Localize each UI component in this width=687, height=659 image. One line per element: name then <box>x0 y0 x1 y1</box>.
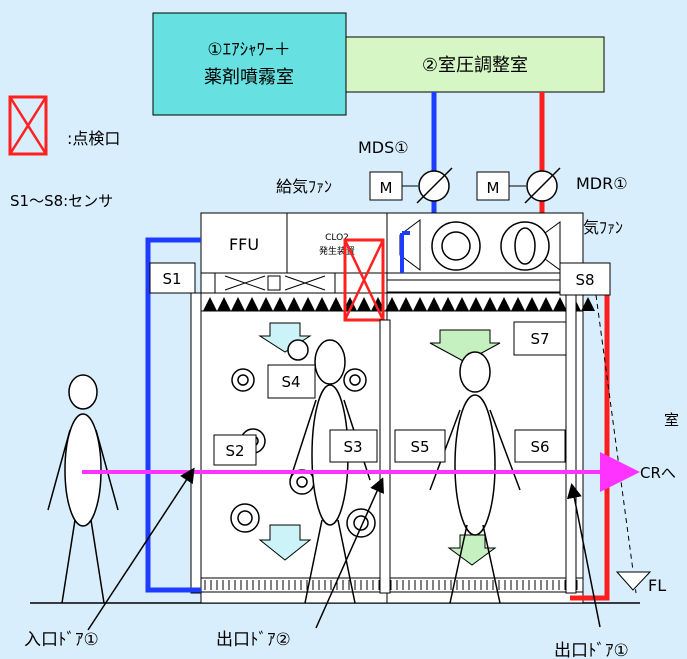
pressure-room-title: ②室圧調整室 <box>422 55 528 76</box>
floor-grate-right <box>386 577 584 593</box>
exit-door-frame <box>565 292 577 594</box>
floor-level-icon <box>615 571 652 591</box>
exhaust-motor-box <box>476 171 510 201</box>
ffu-fans-icon <box>224 275 326 291</box>
svg-text:S7: S7 <box>530 330 549 348</box>
exhaust-motor-label: M <box>487 179 500 197</box>
sensor-s5: S5 <box>394 429 446 463</box>
cr-label: CRへ <box>640 464 676 482</box>
inspection-port-legend-label: :点検口 <box>67 129 120 148</box>
mds-label: MDS① <box>358 138 409 157</box>
clo2-box <box>286 212 388 274</box>
exhaust-damper-icon <box>524 167 561 204</box>
supply-motor-box <box>369 171 403 201</box>
supply-damper-icon <box>416 167 453 204</box>
fan-left-icon <box>399 219 481 271</box>
mdr-label: MDR① <box>576 174 628 193</box>
svg-text:S4: S4 <box>281 373 300 391</box>
floor-label: FL <box>648 576 666 595</box>
flow-down-arrow-2 <box>429 329 501 363</box>
sensor-s1: S1 <box>149 262 196 294</box>
ffu-box <box>200 212 288 274</box>
grate-pattern <box>204 580 578 590</box>
entrance-door-frame <box>190 292 202 594</box>
fan-right-icon <box>500 221 561 271</box>
air-shower-room-box <box>152 12 347 116</box>
svg-text:S5: S5 <box>410 438 429 456</box>
exhaust-filter-layer <box>386 279 584 293</box>
clo2-label-1: CLO2 <box>325 233 349 243</box>
inspection-port-legend-icon <box>8 95 48 156</box>
svg-text:S1: S1 <box>162 270 181 288</box>
person-left-icon <box>47 374 119 604</box>
entrance-door-label: 入口ﾄﾞｱ① <box>24 630 99 650</box>
svg-text:S8: S8 <box>575 271 594 289</box>
exit1-door-label: 出口ﾄﾞｱ① <box>554 641 629 659</box>
room-partial-label: 室 <box>664 411 679 429</box>
person-right-icon <box>429 351 521 604</box>
sensor-s7: S7 <box>513 321 567 356</box>
exit2-door-label: 出口ﾄﾞｱ② <box>216 630 291 650</box>
inspection-port-icon <box>343 238 385 322</box>
svg-text:S2: S2 <box>225 442 244 460</box>
exit1-door-leader <box>566 483 601 628</box>
pressure-room-box <box>345 36 605 93</box>
sensor-legend-label: S1～S8:センサ <box>10 192 113 210</box>
ffu-label: FFU <box>229 235 259 254</box>
svg-text:S3: S3 <box>343 438 362 456</box>
supply-duct-loop <box>145 237 201 593</box>
s8-dashed-line <box>595 294 637 594</box>
sensor-s8: S8 <box>559 262 611 296</box>
hepa-filter-pattern <box>203 297 595 311</box>
air-shower-title-1: ①ｴｱｼｬﾜｰ＋ <box>207 40 290 60</box>
sensor-s2: S2 <box>213 434 257 466</box>
inner-door-frame <box>379 319 391 594</box>
supply-motor-label: M <box>380 179 393 197</box>
air-shower-title-2: 薬剤噴霧室 <box>204 67 294 88</box>
supply-fan-label: 給気ﾌｧﾝ <box>276 177 332 196</box>
sensor-s4: S4 <box>267 364 316 399</box>
svg-text:S6: S6 <box>530 438 549 456</box>
sensor-s6: S6 <box>514 429 566 463</box>
sensor-s3: S3 <box>329 429 378 463</box>
flow-down-arrow-3 <box>258 524 312 561</box>
entrance-door-leader <box>87 467 195 631</box>
exit2-door-leader <box>315 477 384 629</box>
